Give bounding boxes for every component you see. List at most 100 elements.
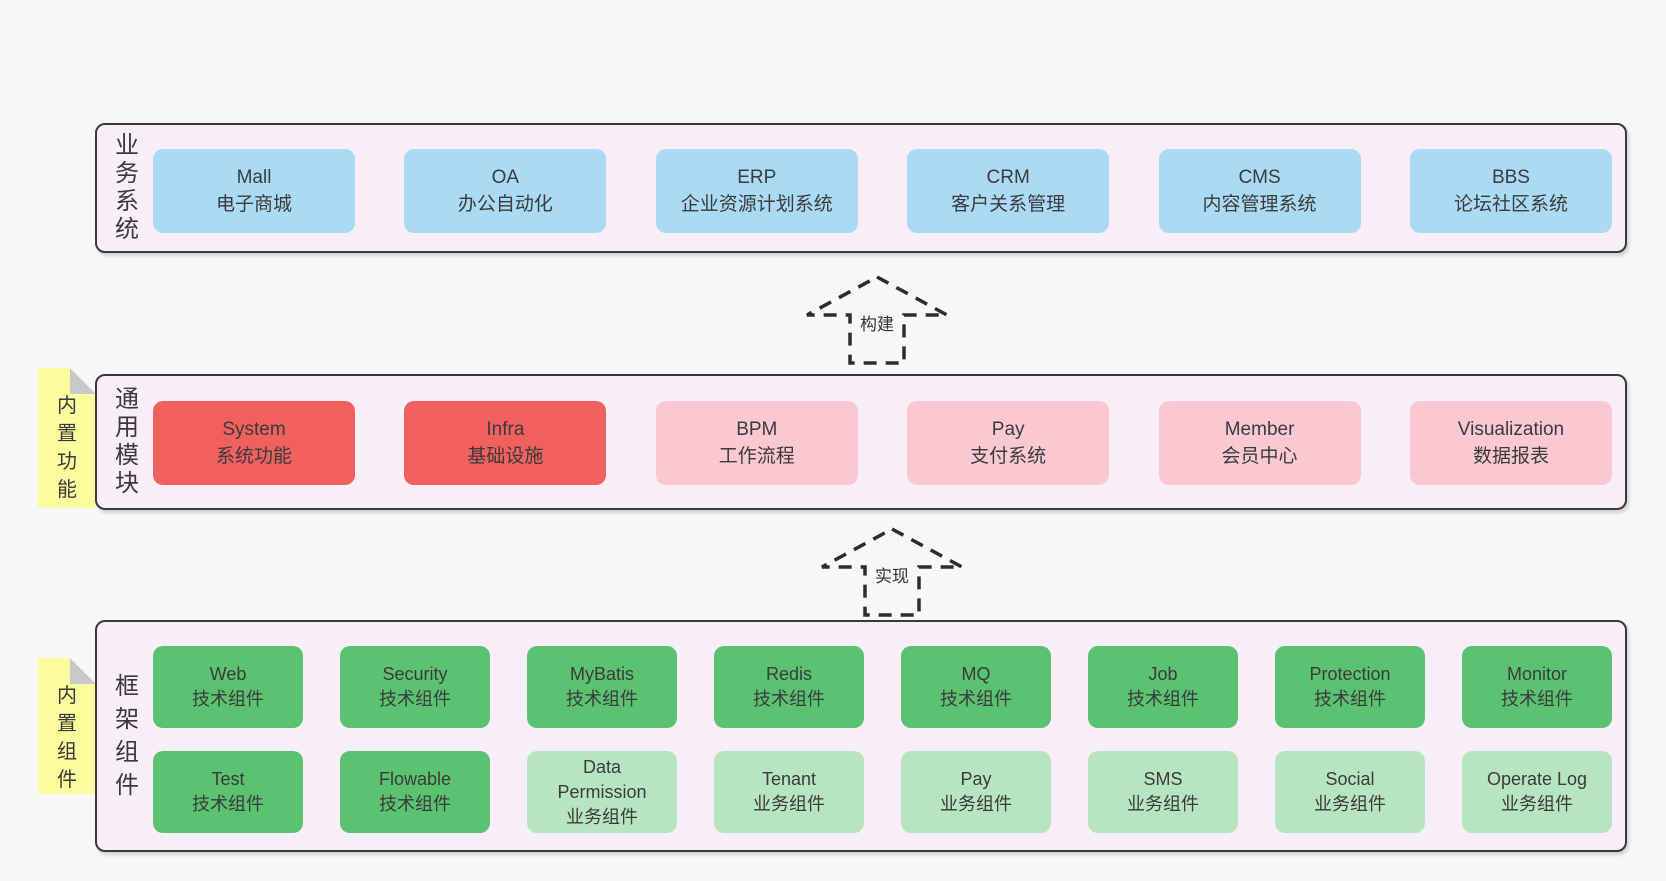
box-desc: 客户关系管理 — [951, 194, 1066, 215]
box-name: OA — [491, 167, 520, 188]
box-name: Redis — [765, 664, 813, 684]
box-desc: 基础设施 — [467, 446, 544, 467]
modules-boxes-row: System 系统功能 Infra 基础设施 BPM 工作流程 Pay 支付系统… — [153, 401, 1612, 485]
box-redis-tech: Redis 技术组件 — [714, 646, 864, 728]
box-job-tech: Job 技术组件 — [1088, 646, 1238, 728]
box-sms-biz: SMS 业务组件 — [1088, 751, 1238, 833]
sticky-note-label: 内置组件 — [57, 685, 77, 791]
box-desc: 技术组件 — [940, 689, 1012, 709]
box-desc: 技术组件 — [379, 689, 451, 709]
box-name: MQ — [961, 664, 991, 684]
box-desc: 会员中心 — [1221, 446, 1298, 467]
folded-corner-icon — [70, 368, 96, 394]
box-member: Member 会员中心 — [1158, 401, 1361, 485]
box-operate-log-biz: Operate Log 业务组件 — [1462, 751, 1612, 833]
box-security-tech: Security 技术组件 — [340, 646, 490, 728]
box-desc: 技术组件 — [192, 794, 264, 814]
box-oa: OA 办公自动化 — [404, 149, 607, 233]
box-visualization: Visualization 数据报表 — [1409, 401, 1612, 485]
band-business-systems: 业务系统 Mall 电子商城 OA 办公自动化 ERP 企业资源计划系统 CRM… — [95, 123, 1627, 253]
box-name: CMS — [1238, 167, 1281, 188]
box-desc: 技术组件 — [379, 794, 451, 814]
box-name: Security — [382, 664, 448, 684]
box-name: CRM — [986, 167, 1030, 188]
sticky-note-builtin-features: 内置功能 — [38, 368, 96, 508]
box-bpm: BPM 工作流程 — [655, 401, 858, 485]
arrow-implement: 实现 — [817, 526, 967, 618]
box-desc: 技术组件 — [753, 689, 825, 709]
box-desc: 工作流程 — [718, 446, 795, 467]
box-data-permission-biz: Data Permission 业务组件 — [527, 751, 677, 833]
box-erp: ERP 企业资源计划系统 — [655, 149, 858, 233]
box-desc: 业务组件 — [566, 806, 638, 827]
box-desc: 业务组件 — [753, 794, 825, 814]
box-name: Mall — [236, 167, 272, 188]
box-name: Visualization — [1457, 419, 1565, 440]
box-name: System — [222, 419, 286, 440]
box-desc: 数据报表 — [1472, 446, 1549, 467]
sticky-note-builtin-components: 内置组件 — [38, 658, 96, 794]
box-protection-tech: Protection 技术组件 — [1275, 646, 1425, 728]
folded-corner-icon — [70, 658, 96, 684]
box-system: System 系统功能 — [153, 401, 355, 485]
box-desc: 论坛社区系统 — [1453, 194, 1568, 215]
box-monitor-tech: Monitor 技术组件 — [1462, 646, 1612, 728]
box-flowable-tech: Flowable 技术组件 — [340, 751, 490, 833]
box-mall: Mall 电子商城 — [153, 149, 355, 233]
box-tenant-biz: Tenant 业务组件 — [714, 751, 864, 833]
box-name: Test — [211, 769, 245, 789]
sticky-note-label: 内置功能 — [57, 395, 77, 501]
box-name: ERP — [737, 167, 777, 188]
box-name: Member — [1224, 419, 1295, 440]
box-name: MyBatis — [569, 664, 634, 684]
box-desc: 技术组件 — [1127, 689, 1199, 709]
arrow-build-label: 构建 — [858, 310, 896, 335]
box-name: Monitor — [1506, 664, 1568, 684]
band-label-framework-components: 框架组件 — [115, 673, 139, 799]
box-desc: 电子商城 — [215, 194, 292, 215]
box-desc: 办公自动化 — [457, 194, 553, 215]
box-name: Pay — [991, 419, 1025, 440]
band-framework-components: 框架组件 Web 技术组件 Security 技术组件 MyBatis 技术组件… — [95, 620, 1627, 852]
band-common-modules: 通用模块 System 系统功能 Infra 基础设施 BPM 工作流程 Pay… — [95, 374, 1627, 510]
box-name: Protection — [1309, 664, 1391, 684]
box-name: Tenant — [761, 769, 817, 789]
box-social-biz: Social 业务组件 — [1275, 751, 1425, 833]
up-block-arrow-icon — [821, 527, 963, 617]
box-test-tech: Test 技术组件 — [153, 751, 303, 833]
box-name: Flowable — [378, 769, 452, 789]
components-row-1: Web 技术组件 Security 技术组件 MyBatis 技术组件 Redi… — [153, 646, 1612, 728]
components-row-2: Test 技术组件 Flowable 技术组件 Data Permission … — [153, 751, 1612, 833]
box-desc: 系统功能 — [215, 446, 292, 467]
box-infra: Infra 基础设施 — [404, 401, 607, 485]
box-desc: 企业资源计划系统 — [680, 194, 833, 215]
box-name: Operate Log — [1486, 769, 1588, 789]
box-name: Pay — [960, 769, 992, 789]
arrow-implement-label: 实现 — [873, 562, 911, 587]
box-desc: 技术组件 — [1314, 689, 1386, 709]
box-desc: 技术组件 — [566, 689, 638, 709]
box-name: SMS — [1143, 769, 1183, 789]
business-boxes-row: Mall 电子商城 OA 办公自动化 ERP 企业资源计划系统 CRM 客户关系… — [153, 149, 1612, 233]
box-desc: 业务组件 — [1127, 794, 1199, 814]
box-bbs: BBS 论坛社区系统 — [1409, 149, 1612, 233]
band-label-common-modules: 通用模块 — [115, 386, 139, 497]
box-desc: 业务组件 — [1501, 794, 1573, 814]
box-name: Data Permission — [557, 756, 647, 802]
box-name: BBS — [1491, 167, 1530, 188]
box-mybatis-tech: MyBatis 技术组件 — [527, 646, 677, 728]
box-name: Web — [209, 664, 247, 684]
box-desc: 业务组件 — [1314, 794, 1386, 814]
box-cms: CMS 内容管理系统 — [1158, 149, 1361, 233]
band-label-business-systems: 业务系统 — [115, 132, 139, 243]
box-name: Infra — [486, 419, 525, 440]
box-desc: 业务组件 — [940, 794, 1012, 814]
box-pay-system: Pay 支付系统 — [907, 401, 1110, 485]
box-desc: 技术组件 — [1501, 689, 1573, 709]
box-name: Job — [1148, 664, 1178, 684]
box-desc: 技术组件 — [192, 689, 264, 709]
box-pay-biz: Pay 业务组件 — [901, 751, 1051, 833]
box-name: BPM — [736, 419, 778, 440]
up-block-arrow-icon — [806, 275, 948, 365]
